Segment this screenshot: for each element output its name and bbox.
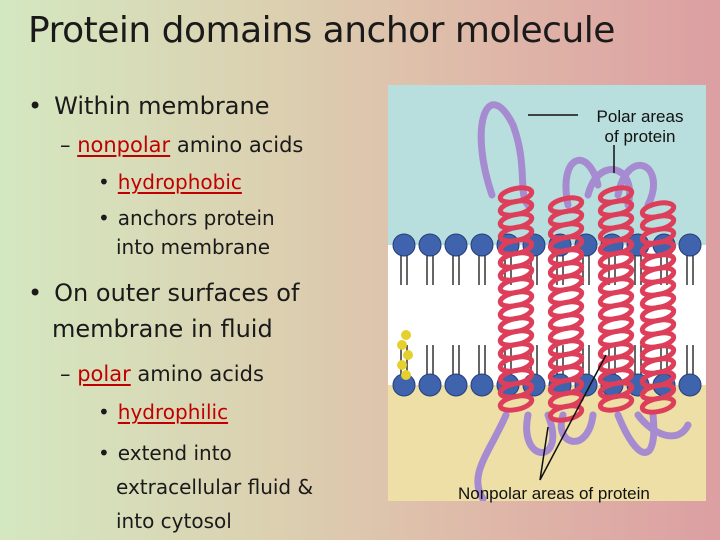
membrane-protein-figure: Polar areas of protein Nonpolar areas of… [388, 85, 706, 503]
phospholipid-head [444, 233, 468, 257]
item-hydrophobic: • hydrophobic [98, 170, 242, 194]
phospholipid-head [418, 233, 442, 257]
phospholipid-head [392, 233, 416, 257]
bullet-dot-icon: • [98, 400, 110, 424]
helix-turn [639, 395, 677, 415]
alpha-helix [547, 195, 585, 423]
polar-loop [614, 161, 657, 209]
nonpolar-helices [497, 185, 677, 423]
membrane-protein-illustration [388, 85, 706, 501]
nonpolar-pointer-line-2 [539, 354, 607, 481]
item-anchors-cont: into membrane [116, 235, 271, 259]
phospholipid-head [678, 373, 702, 397]
phospholipid-head [418, 373, 442, 397]
item-extend-cont: extracellular fluid & [116, 475, 314, 499]
phospholipid-head [444, 373, 468, 397]
bullet-within-membrane: •Within membrane [28, 92, 270, 120]
keyword-hydrophilic: hydrophilic [117, 400, 229, 424]
polar-loop [634, 411, 692, 440]
bullet-dot-icon: • [98, 206, 110, 230]
sub-bullet-nonpolar: – nonpolar amino acids [60, 133, 304, 157]
bullet-outer-surfaces-cont: membrane in fluid [52, 315, 273, 343]
helix-turn [547, 403, 585, 423]
alpha-helix [597, 185, 635, 413]
label-pointer-lines [528, 114, 615, 481]
polar-loop [474, 411, 510, 501]
item-anchors: •anchors protein [98, 206, 275, 230]
bullet-outer-surfaces: •On outer surfaces of [28, 279, 300, 307]
item-hydrophilic: • hydrophilic [98, 400, 228, 424]
bullet-dot-icon: • [98, 170, 110, 194]
polar-loop [562, 156, 602, 209]
chain-molecule-icon [397, 330, 413, 380]
bullet-dot-icon: • [98, 441, 110, 465]
item-extend: •extend into [98, 441, 232, 465]
nonpolar-pointer-line [539, 426, 549, 481]
helix-turn [597, 393, 635, 413]
helix-turn [497, 393, 535, 413]
bullet-dot-icon: • [28, 92, 43, 120]
alpha-helix [639, 200, 677, 415]
keyword-polar: polar [77, 362, 131, 386]
phospholipid-head [470, 233, 494, 257]
slide-title: Protein domains anchor molecule [28, 10, 615, 51]
nonpolar-areas-label: Nonpolar areas of protein [458, 484, 650, 503]
polar-loop [523, 411, 557, 456]
keyword-hydrophobic: hydrophobic [117, 170, 242, 194]
bullet-list: •Within membrane – nonpolar amino acids … [28, 92, 314, 533]
sub-bullet-polar: – polar amino acids [60, 362, 264, 386]
phospholipid-head [470, 373, 494, 397]
item-extend-cont2: into cytosol [116, 509, 232, 533]
polar-loop [557, 411, 597, 445]
bullet-dot-icon: • [28, 279, 43, 307]
polar-areas-label: Polar areas of protein [596, 107, 684, 146]
phospholipid-head [678, 233, 702, 257]
alpha-helix [497, 185, 535, 413]
keyword-nonpolar: nonpolar [77, 133, 171, 157]
